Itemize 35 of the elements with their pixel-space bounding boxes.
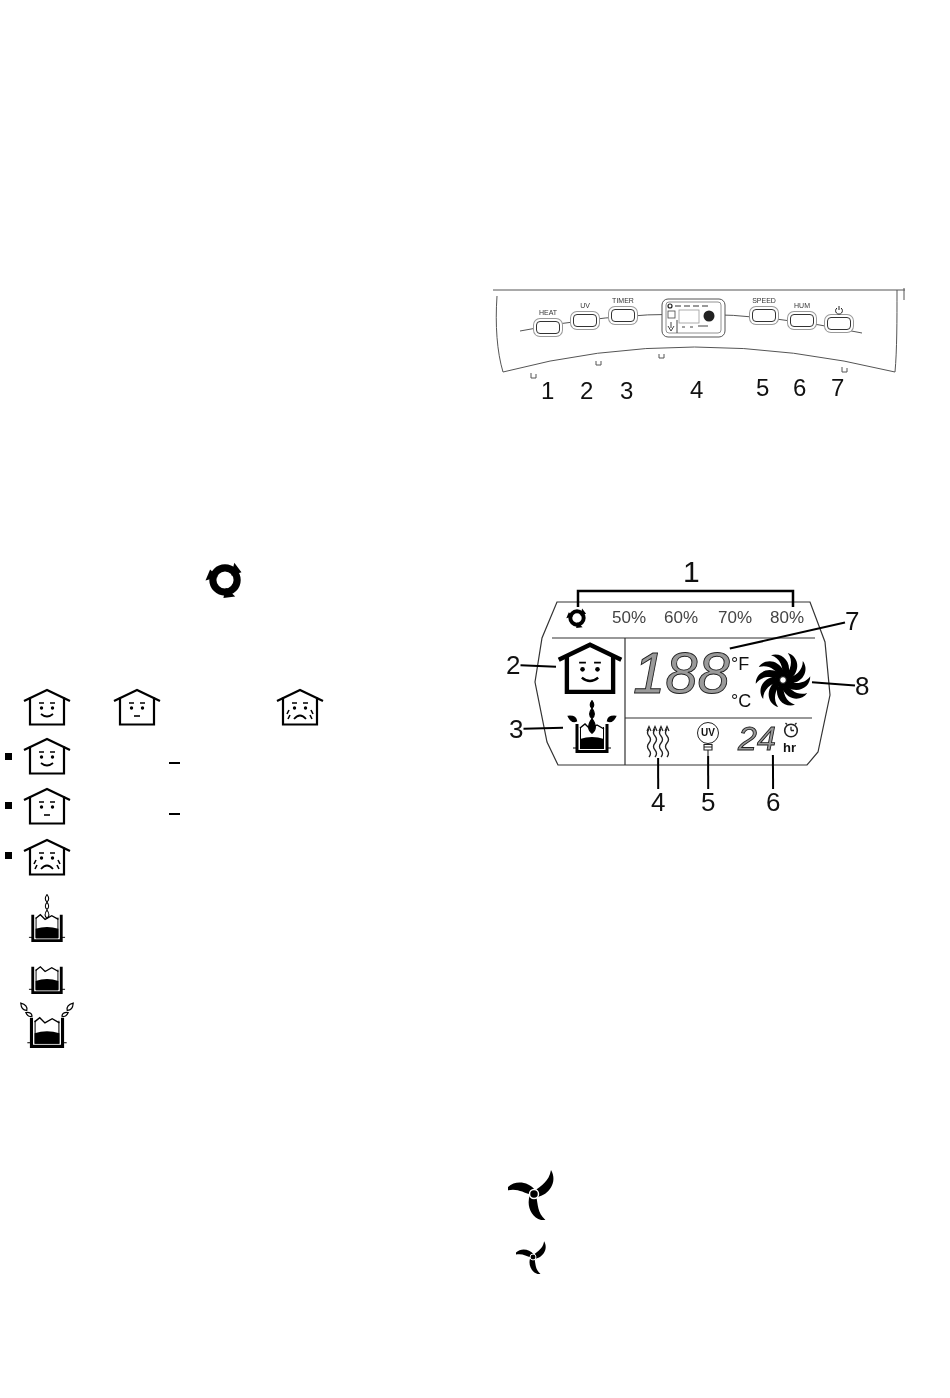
temperature-digits: 188 xyxy=(633,644,730,702)
callout-number: 7 xyxy=(845,608,860,634)
callout-number: 4 xyxy=(651,789,666,815)
percent-label: 80% xyxy=(770,609,805,626)
percent-label: 50% xyxy=(612,609,647,626)
callout-number: 7 xyxy=(831,376,845,400)
callout-number: 1 xyxy=(683,557,700,587)
callout-number: 1 xyxy=(541,379,555,403)
callout-number: 4 xyxy=(690,378,704,402)
happy-face-house-icon xyxy=(556,642,624,694)
unit-label: °C xyxy=(731,692,752,710)
leader-line xyxy=(771,754,775,790)
unit-label: hr xyxy=(783,741,796,754)
leader-line xyxy=(519,664,557,668)
callout-number: 2 xyxy=(506,652,521,678)
percent-label: 60% xyxy=(664,609,699,626)
leader-line xyxy=(811,681,856,687)
fan-icon xyxy=(754,651,812,709)
callout-number: 2 xyxy=(580,379,594,403)
callout-number: 3 xyxy=(509,716,524,742)
leader-line xyxy=(657,757,660,790)
callout-number: 6 xyxy=(766,789,781,815)
leader-line xyxy=(522,726,564,730)
percent-label: 70% xyxy=(718,609,753,626)
callout-number: 3 xyxy=(620,379,634,403)
callout-number: 5 xyxy=(756,376,770,400)
heat-wave-icon xyxy=(645,724,671,758)
power-button xyxy=(824,305,854,331)
leader-line xyxy=(728,621,846,650)
callout-number: 6 xyxy=(793,376,807,400)
leader-line xyxy=(707,755,710,790)
callout-number: 8 xyxy=(855,673,870,699)
unit-label: °F xyxy=(731,655,750,673)
timer-digits: 24 xyxy=(738,721,776,755)
callout-number: 5 xyxy=(701,789,716,815)
